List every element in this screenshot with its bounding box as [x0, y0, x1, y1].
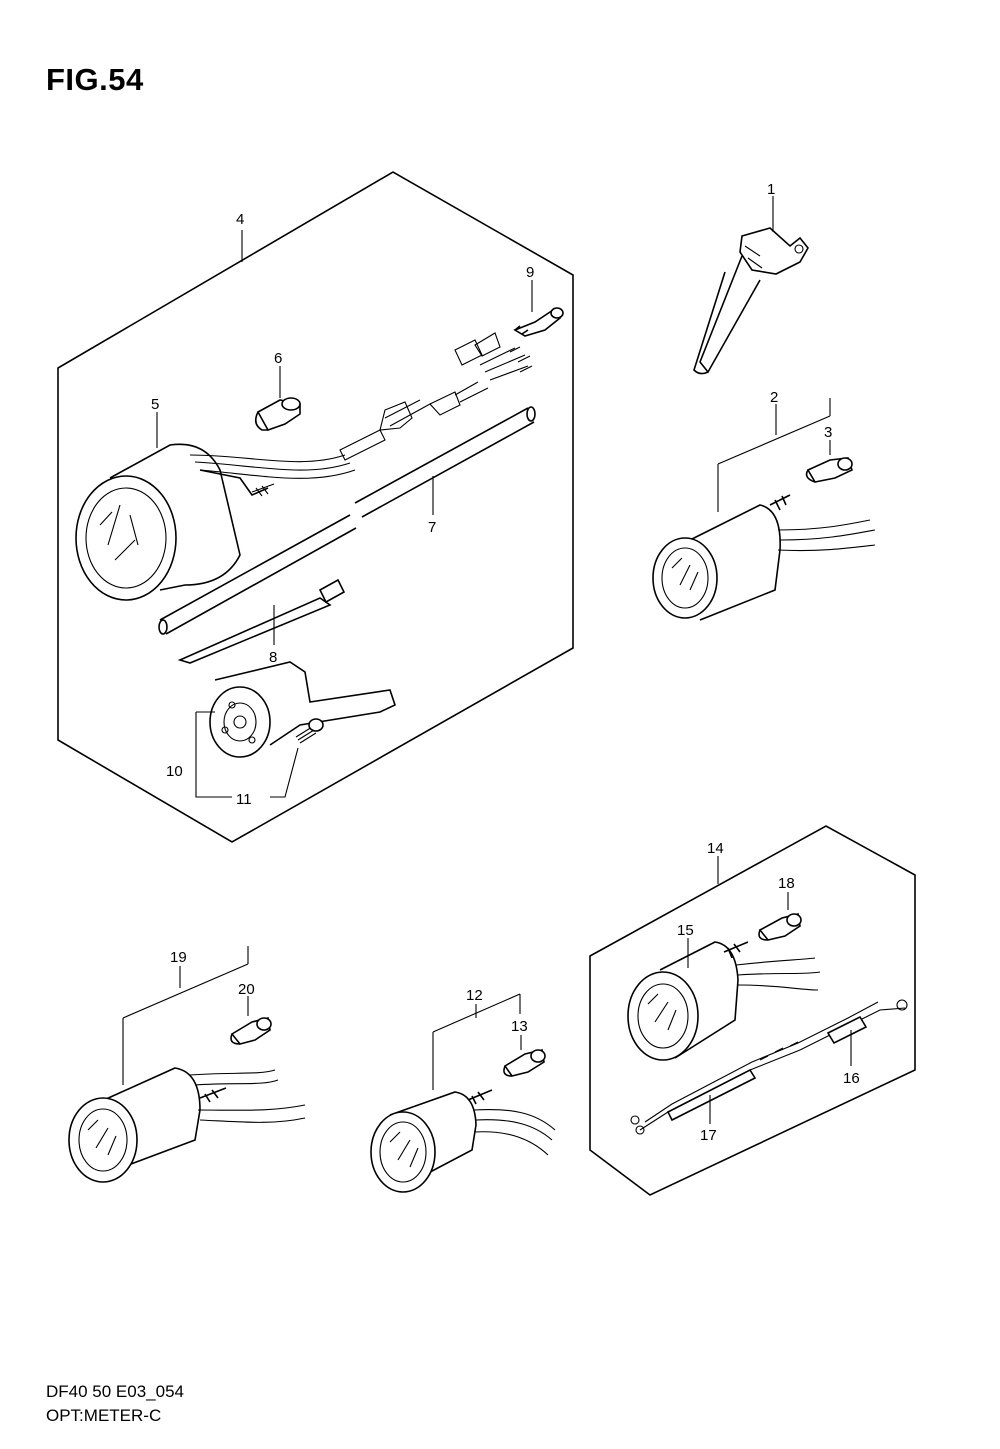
- callout-17: 17: [700, 1127, 717, 1144]
- footer-model-code: DF40 50 E03_054: [46, 1382, 184, 1401]
- callout-5: 5: [151, 396, 159, 413]
- leader-lines-kit-4: [156, 230, 533, 798]
- bulb-icon: [503, 1049, 546, 1077]
- callout-14: 14: [707, 840, 724, 857]
- leader-lines-kit-14: [687, 856, 852, 1124]
- callout-13: 13: [511, 1018, 528, 1035]
- gauge-icon: [652, 494, 876, 621]
- callout-15: 15: [677, 922, 694, 939]
- gauge-icon: [370, 1089, 556, 1193]
- callout-3: 3: [824, 424, 832, 441]
- bulb-icon: [230, 1017, 272, 1045]
- callout-20: 20: [238, 981, 255, 998]
- callout-16: 16: [843, 1070, 860, 1087]
- bulb-icon: [513, 307, 564, 337]
- screw-icon: [295, 718, 324, 744]
- leader-lines-2-3: [717, 398, 831, 512]
- callout-19: 19: [170, 949, 187, 966]
- callout-9: 9: [526, 264, 534, 281]
- callout-18: 18: [778, 875, 795, 892]
- bulb-icon: [254, 397, 301, 431]
- figure-title: FIG.54: [46, 62, 144, 97]
- callout-6: 6: [274, 350, 282, 367]
- gauge-icon: [75, 443, 356, 601]
- footer-section-name: OPT:METER-C: [46, 1406, 162, 1425]
- callout-11: 11: [236, 791, 252, 808]
- wire-harness-icon: [630, 999, 908, 1135]
- callout-1: 1: [767, 181, 775, 198]
- callout-7: 7: [428, 519, 436, 536]
- connector-icon: [339, 332, 533, 461]
- bulb-icon: [758, 913, 802, 941]
- kit-outline-4: [57, 171, 574, 843]
- cable-tie-icon: [177, 578, 346, 664]
- trim-sender-icon: [693, 227, 809, 375]
- leader-lines-19-20: [122, 946, 249, 1085]
- footer: DF40 50 E03_054 OPT:METER-C: [46, 1380, 184, 1428]
- leader-lines-12-13: [432, 993, 522, 1090]
- callout-12: 12: [466, 987, 483, 1004]
- callout-8: 8: [269, 649, 277, 666]
- bulb-icon: [805, 457, 853, 483]
- callout-10: 10: [166, 763, 183, 780]
- gauge-icon: [68, 1067, 306, 1183]
- callout-4: 4: [236, 211, 244, 228]
- sender-bracket-icon: [209, 661, 396, 758]
- callout-2: 2: [770, 389, 778, 406]
- tube-icon: [158, 406, 536, 635]
- gauge-icon: [627, 941, 821, 1061]
- kit-outline-14: [589, 825, 916, 1196]
